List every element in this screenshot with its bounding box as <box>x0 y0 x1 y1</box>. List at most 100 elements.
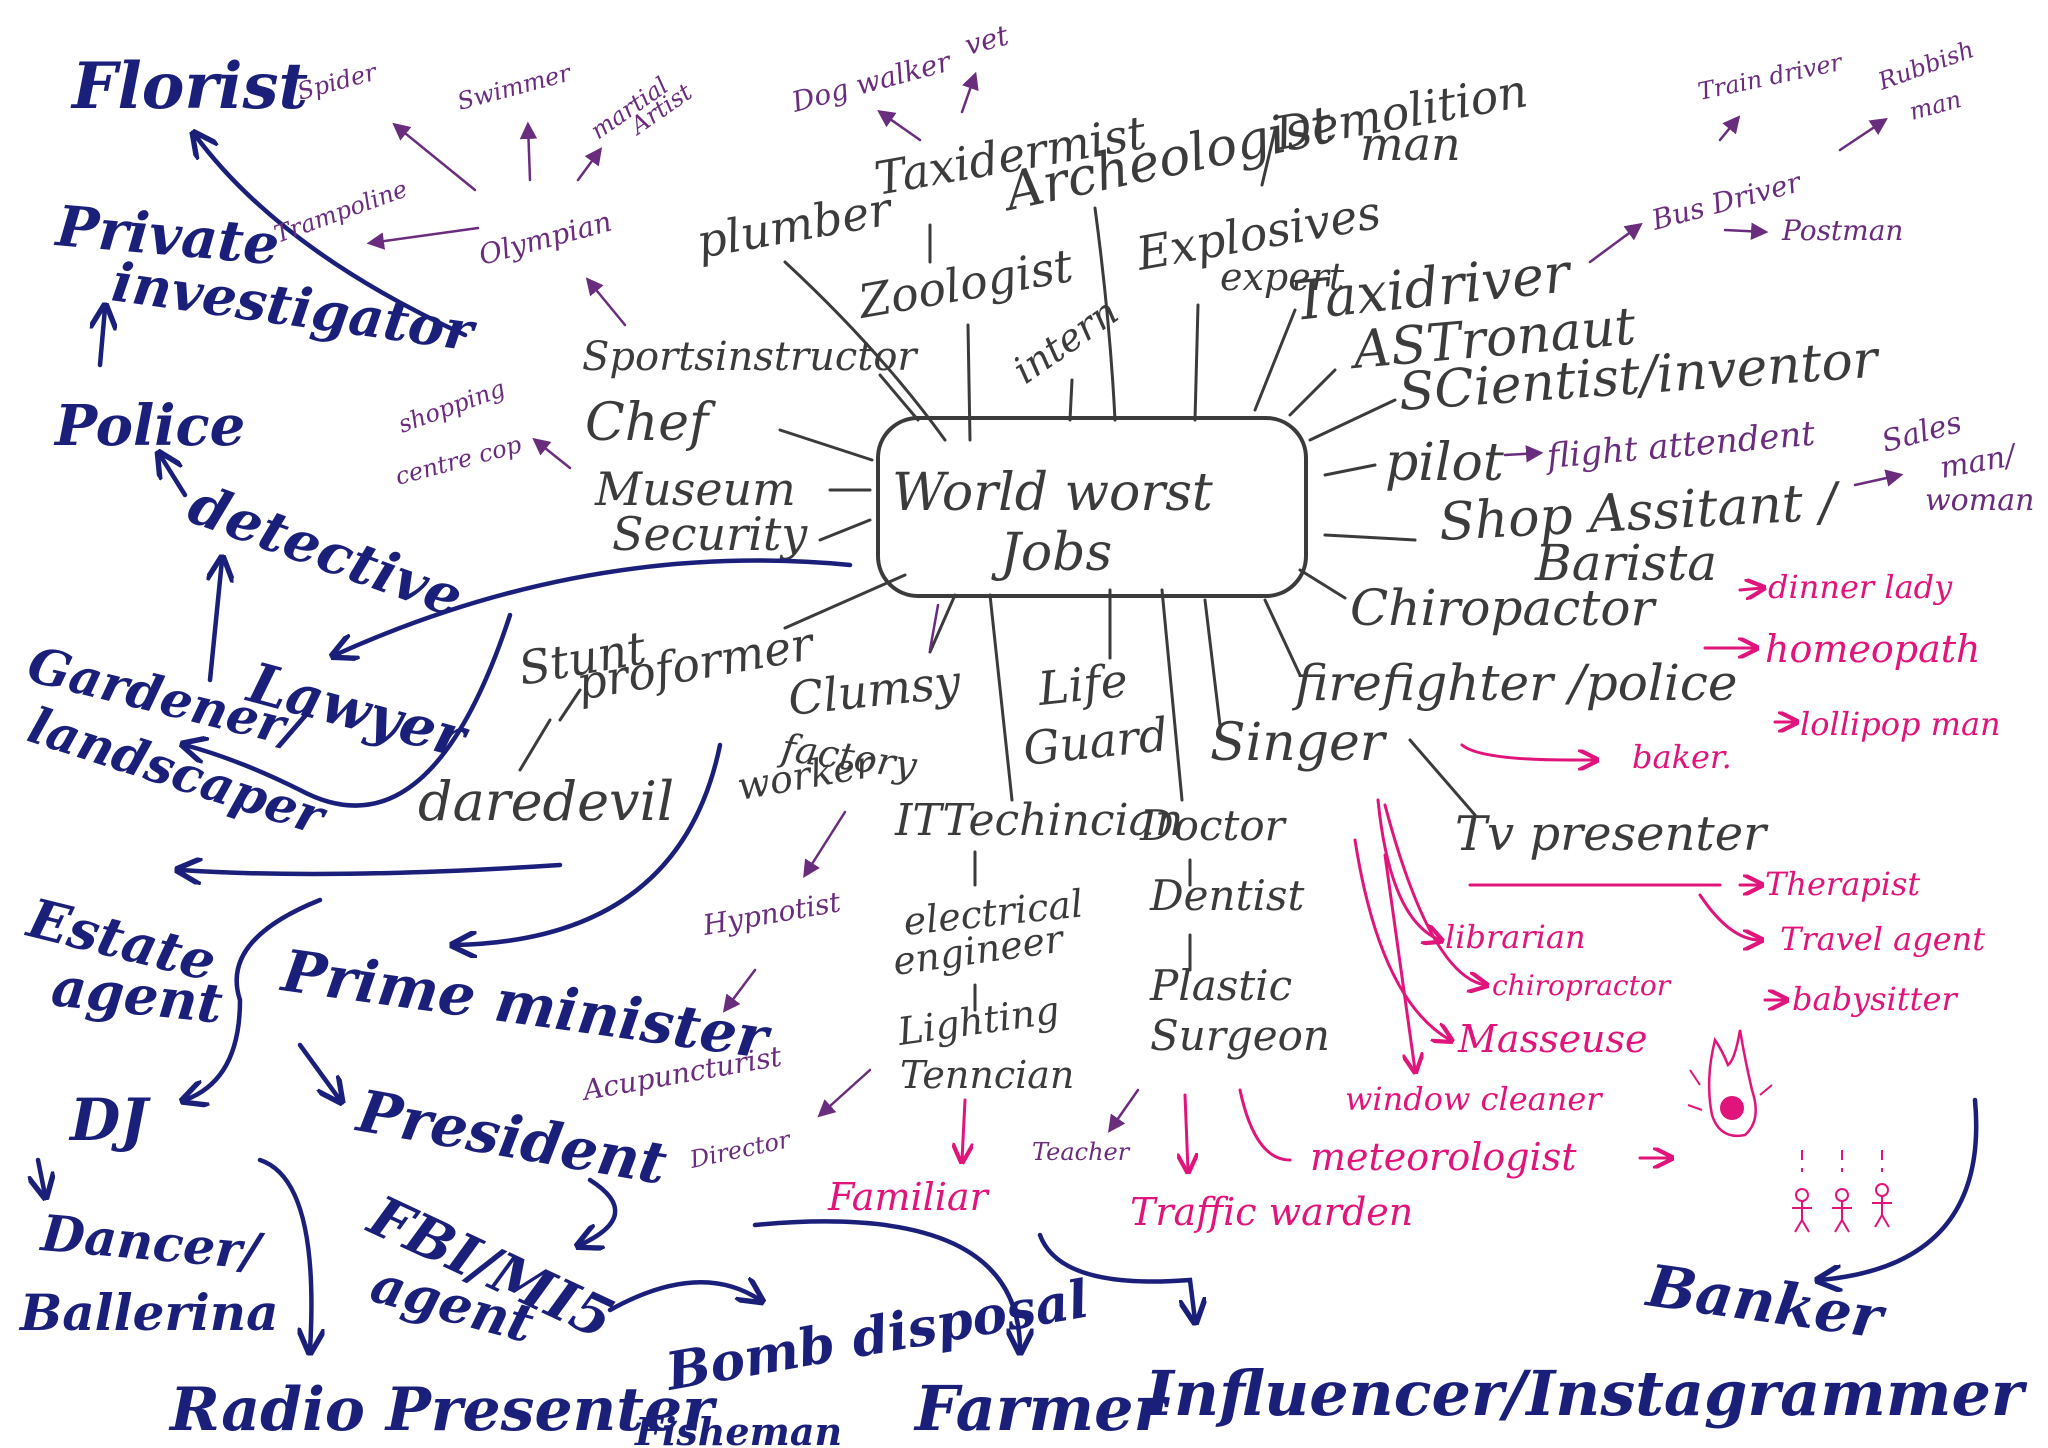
label-ballerina: Ballerina <box>18 1283 279 1342</box>
label-sales-man: man/ <box>1937 438 2021 486</box>
label-it-technician: ITTechincian <box>894 795 1183 846</box>
arrow <box>607 1282 760 1313</box>
label-fisherman: Fisheman <box>634 1409 842 1448</box>
arrow <box>1238 1088 1292 1162</box>
arrow <box>1376 798 1440 940</box>
stick-figures-icon <box>1792 1150 1892 1233</box>
connector <box>988 593 1014 802</box>
label-therapist: Therapist <box>1765 865 1920 903</box>
label-doctor: Doctor <box>1139 801 1288 850</box>
purple-connectors <box>366 71 1904 1133</box>
connector <box>783 573 907 630</box>
arrow <box>580 1177 618 1245</box>
connector <box>1160 588 1184 802</box>
label-hypnotist: Hypnotist <box>700 885 844 942</box>
arrow <box>962 1098 965 1160</box>
arrow <box>1185 1093 1188 1170</box>
label-masseuse: Masseuse <box>1457 1017 1648 1061</box>
grey-spokes <box>518 128 1477 1012</box>
label-radio-presenter: Radio Presenter <box>168 1375 718 1445</box>
label-teacher: Teacher <box>1032 1138 1131 1166</box>
label-sales-woman: woman <box>1925 483 2034 518</box>
connector <box>1308 398 1397 442</box>
arrow <box>160 455 188 498</box>
label-babysitter: babysitter <box>1792 980 1958 1018</box>
arrow <box>928 603 940 652</box>
label-baker: baker. <box>1632 738 1732 776</box>
connector <box>1298 568 1347 600</box>
label-technician: Tenncian <box>900 1053 1074 1097</box>
connector <box>518 718 552 772</box>
magenta-labels: dinner lady homeopath lollipop man baker… <box>827 568 2001 1234</box>
label-daredevil: daredevil <box>418 770 674 833</box>
label-dinner-lady: dinner lady <box>1768 568 1953 606</box>
connector <box>1093 206 1117 422</box>
label-plastic: Plastic <box>1149 961 1292 1010</box>
arrow <box>366 226 480 250</box>
connector <box>1203 598 1222 727</box>
label-expert: expert <box>1220 255 1345 299</box>
connector <box>1263 598 1302 677</box>
label-zoologist: Zoologist <box>853 238 1078 329</box>
arrow <box>1738 588 1762 590</box>
label-travel-agent: Travel agent <box>1780 920 1985 958</box>
arrow <box>455 742 723 945</box>
arrow <box>1820 1097 1979 1280</box>
label-life: Life <box>1035 653 1131 716</box>
label-influencer: Influencer/Instagrammer <box>1143 1357 2028 1430</box>
meteor-icon <box>1687 1029 1773 1138</box>
label-meteorologist: meteorologist <box>1310 1135 1577 1179</box>
center-title: World worst <box>892 463 1213 523</box>
label-sports-instructor: Sportsinstructor <box>582 334 919 380</box>
arrow <box>960 71 979 114</box>
arrow <box>180 865 563 874</box>
arrow <box>335 558 853 655</box>
arrow <box>1383 803 1485 985</box>
label-museum: Museum <box>594 462 796 516</box>
arrow <box>100 308 105 368</box>
connector <box>1193 303 1200 422</box>
label-traffic-warden: Traffic warden <box>1130 1190 1413 1234</box>
label-train-driver: Train driver <box>1695 48 1845 106</box>
connector <box>558 688 582 722</box>
magenta-connectors <box>962 588 1795 1170</box>
label-olympian: Olympian <box>475 205 615 272</box>
connector <box>966 323 972 442</box>
label-investigator: investigator <box>108 249 480 363</box>
label-florist: Florist <box>70 49 308 124</box>
label-postman: Postman <box>1781 214 1903 247</box>
label-surgeon: Surgeon <box>1150 1011 1330 1060</box>
label-chiropactor: Chiropactor <box>1350 579 1657 637</box>
label-dj: DJ <box>68 1086 151 1154</box>
connector <box>818 518 872 542</box>
center-box <box>876 416 1308 598</box>
center-subtitle: Jobs <box>991 523 1112 583</box>
label-lollipop-man: lollipop man <box>1800 705 2001 743</box>
navy-connectors <box>38 135 1979 1350</box>
label-homeopath: homeopath <box>1765 627 1980 671</box>
label-barista: Barista <box>1534 534 1717 592</box>
label-pilot: pilot <box>1385 433 1504 493</box>
arrow <box>1853 469 1904 487</box>
arrow <box>532 437 572 470</box>
label-police: Police <box>53 393 245 459</box>
arrow <box>195 135 468 338</box>
arrow <box>722 968 757 1013</box>
arrow <box>803 810 847 878</box>
label-flight-attendent: flight attendent <box>1542 414 1817 478</box>
label-chiropractor: chiropractor <box>1492 969 1672 1002</box>
connector <box>1323 463 1377 477</box>
connector <box>1323 533 1417 542</box>
arrow <box>392 122 477 192</box>
arrow <box>585 277 627 327</box>
arrow <box>185 612 513 808</box>
label-window-cleaner: window cleaner <box>1345 1080 1603 1118</box>
label-rubbish-man: man <box>1906 85 1964 126</box>
connector <box>778 428 874 462</box>
label-vet: vet <box>961 18 1012 61</box>
arrow <box>1503 445 1544 463</box>
label-familiar: Familiar <box>827 1175 991 1219</box>
arrow <box>257 1157 311 1350</box>
arrow <box>817 1068 872 1118</box>
label-librarian: librarian <box>1445 918 1586 956</box>
